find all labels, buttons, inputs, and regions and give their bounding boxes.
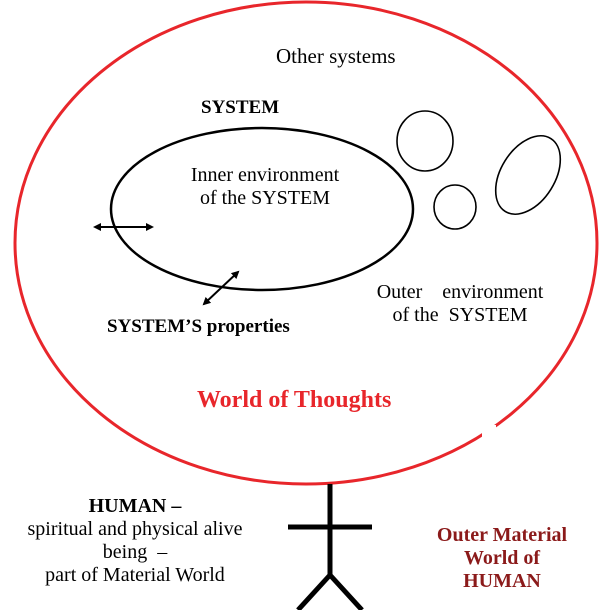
outer-environment-line-1: Outer environment xyxy=(376,281,544,303)
circle-gap xyxy=(482,425,496,441)
human-stick-figure xyxy=(288,484,372,610)
outer-material-world-label: Outer Material World of HUMAN xyxy=(424,524,580,593)
system-ellipse xyxy=(109,126,415,292)
other-systems-label: Other systems xyxy=(276,44,396,68)
outer-material-line-2: World of xyxy=(463,547,541,569)
outer-environment-label: Outer environment of the SYSTEM xyxy=(364,281,556,327)
other-system-circle-1 xyxy=(396,110,454,172)
other-system-ellipse-3 xyxy=(494,135,562,215)
human-description: HUMAN – spiritual and physical alive bei… xyxy=(8,495,262,587)
other-system-circle-2 xyxy=(433,184,477,230)
inner-environment-label: Inner environment of the SYSTEM xyxy=(175,164,355,210)
system-properties-label: SYSTEM’S properties xyxy=(107,316,290,337)
inner-environment-line-1: Inner environment xyxy=(190,164,340,186)
world-of-thoughts-circle xyxy=(13,0,599,486)
outer-environment-line-2: of the SYSTEM xyxy=(392,304,528,326)
human-line-3: part of Material World xyxy=(45,564,225,586)
outer-material-line-1: Outer Material xyxy=(436,524,568,546)
inner-environment-line-2: of the SYSTEM xyxy=(200,187,330,209)
boundary-arrow-properties xyxy=(202,270,240,306)
system-label: SYSTEM xyxy=(201,97,280,118)
outer-material-line-3: HUMAN xyxy=(463,570,541,592)
human-line-2: being – xyxy=(102,541,168,563)
human-line-1: spiritual and physical alive xyxy=(27,518,243,540)
world-of-thoughts-label: World of Thoughts xyxy=(197,387,392,413)
human-title: HUMAN – xyxy=(88,495,182,517)
